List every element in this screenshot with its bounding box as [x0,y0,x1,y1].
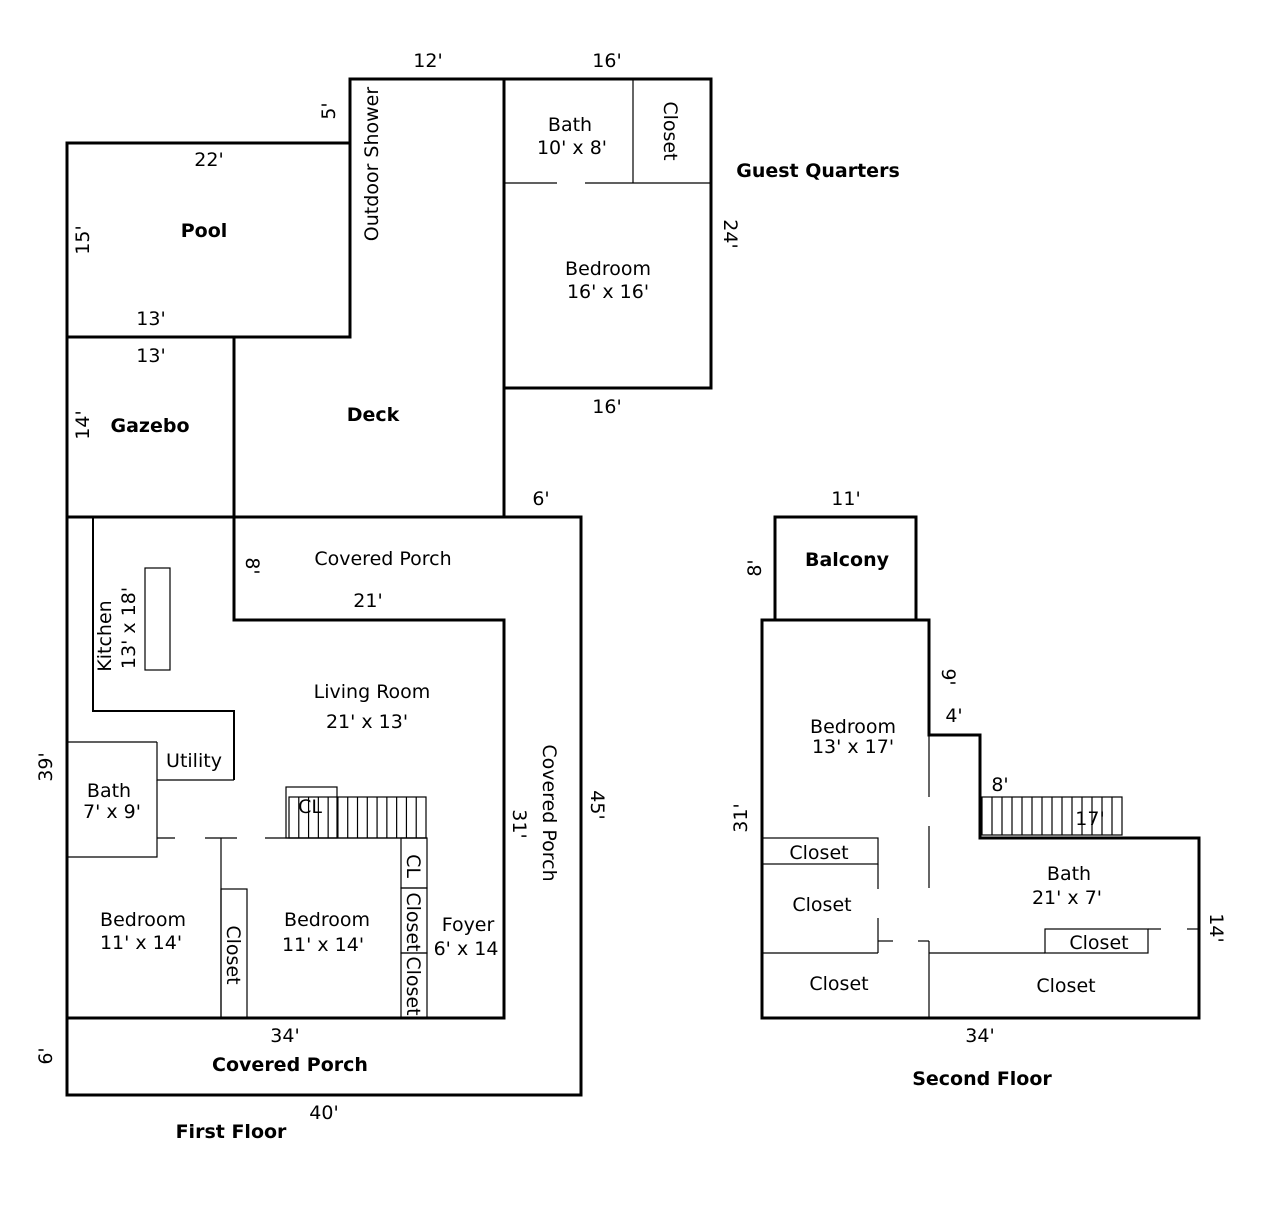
dim-stair-17: 17' [1075,808,1104,830]
dim-bottom-34: 34' [965,1025,994,1047]
dim-stair-8: 8' [991,774,1008,796]
first-floor-title: First Floor [176,1121,287,1143]
dim-guest-right-24: 24' [719,219,741,248]
deck-label: Deck [347,404,400,426]
dim-outer-45: 45' [586,790,608,819]
bath-name: Bath [87,780,131,802]
first-floor-dimensions: 12' 5' 22' 15' 13' 13' 14' 6' 8' 21' 39'… [35,50,608,1124]
cl-small-label: CL [402,854,424,878]
dim-step-4: 4' [945,705,962,727]
kitchen-name: Kitchen [94,600,116,671]
balcony-label: Balcony [805,549,890,571]
second-floor-title: Second Floor [912,1068,1052,1090]
dim-left-39: 39' [35,752,57,781]
pool-label: Pool [181,220,228,242]
living-room-name: Living Room [314,681,431,703]
dim-shower-5: 5' [318,102,340,119]
closet-left-box [220,888,248,1019]
closet-a-box [761,837,879,865]
dim-pool-15: 15' [72,225,94,254]
bath-right-wall [67,780,158,858]
foyer-size: 6' x 14 [434,938,499,960]
dim-deck-6: 6' [532,488,549,510]
closet-a-label: Closet [789,842,848,864]
first-floor-labels: Pool Outdoor Shower Gazebo Deck Covered … [83,87,560,1143]
dim-porch-8: 8' [241,557,263,574]
closet-e-label: Closet [1036,975,1095,997]
dim-side-9: 9' [937,668,959,685]
dim-balcony-11: 11' [831,488,860,510]
dim-inner-31: 31' [508,809,530,838]
dim-top-12: 12' [413,50,442,72]
kitchen-counter [144,567,171,671]
second-floor-walls [760,515,1201,1020]
closet-c-label: Closet [1069,932,1128,954]
second-floor-outline [760,618,1201,1020]
closet-b-label: Closet [792,894,851,916]
dim-pool-13: 13' [136,308,165,330]
dim-porch-6: 6' [35,1047,57,1064]
second-floor-stairs [981,796,1123,836]
utility-label: Utility [166,750,222,772]
guest-bedroom-name: Bedroom [565,258,651,280]
inner-house-outline [65,515,506,1020]
covered-porch-top-label: Covered Porch [314,548,451,570]
bedroom-size: 13' x 17' [812,736,894,758]
dim-balcony-8: 8' [744,559,766,576]
dim-porch-21: 21' [353,590,382,612]
dim-guest-top-16: 16' [592,50,621,72]
kitchen-wall [92,517,235,780]
dim-left-31: 31' [730,803,752,832]
bedroom1-name: Bedroom [100,909,186,931]
dim-bottom-40: 40' [309,1102,338,1124]
guest-quarters-title: Guest Quarters [736,160,900,182]
guest-closet-label: Closet [659,101,681,160]
dim-guest-bottom-16: 16' [592,396,621,418]
guest-bath-size: 10' x 8' [537,137,607,159]
dim-gazebo-13: 13' [136,345,165,367]
first-floor-stairs [288,796,427,839]
bath-size: 7' x 9' [83,801,141,823]
foyer-name: Foyer [442,914,495,936]
guest-quarters-labels: 16' Bath 10' x 8' Closet Guest Quarters … [537,50,900,418]
second-floor-labels: 11' Balcony 8' 9' 4' Bedroom 13' x 17' 8… [730,488,1227,1090]
dim-right-14: 14' [1205,913,1227,942]
bedroom2-size: 11' x 14' [282,934,364,956]
covered-porch-bottom-label: Covered Porch [212,1054,368,1076]
gazebo-label: Gazebo [110,415,189,437]
closet3-label: Closet [402,956,424,1015]
guest-bath-name: Bath [548,114,592,136]
bedroom2-name: Bedroom [284,909,370,931]
closet-low-box [400,952,428,1019]
guest-quarters-walls [502,77,713,390]
dim-pool-22: 22' [194,149,223,171]
main-house-outline [65,515,583,1097]
bath-size: 21' x 7' [1032,887,1102,909]
guest-quarters-outline [502,77,713,390]
dim-gazebo-14: 14' [72,410,94,439]
bath-name: Bath [1047,863,1091,885]
cl-stair-label: CL [298,796,322,818]
closet1-label: Closet [222,925,244,984]
bedroom1-size: 11' x 14' [100,932,182,954]
closet-d-label: Closet [809,973,868,995]
closet2-label: Closet [402,892,424,951]
covered-porch-side-label: Covered Porch [538,744,560,881]
bedroom-name: Bedroom [810,716,896,738]
guest-bedroom-size: 16' x 16' [567,281,649,303]
kitchen-size: 13' x 18' [118,587,140,669]
living-room-size: 21' x 13' [326,711,408,733]
dim-bottom-34: 34' [270,1025,299,1047]
outdoor-shower-label: Outdoor Shower [361,87,383,242]
closet-bath-box [1044,928,1149,954]
